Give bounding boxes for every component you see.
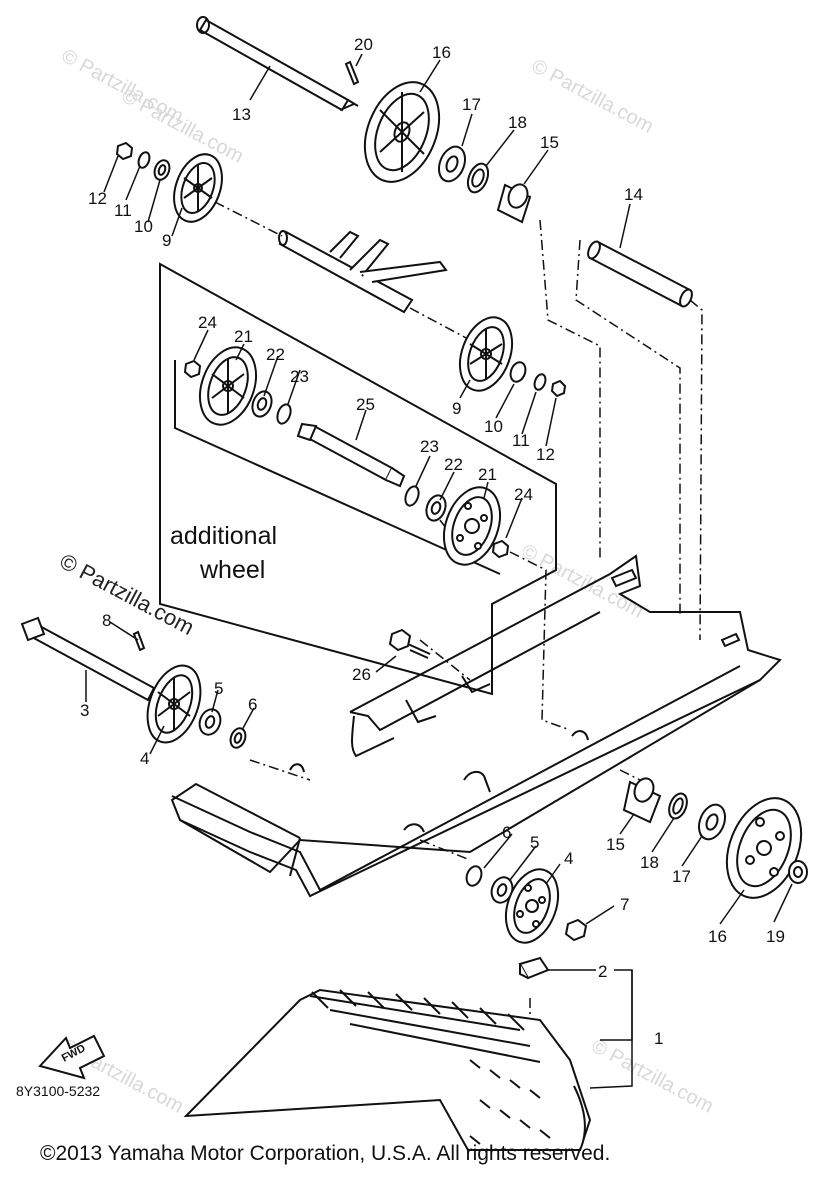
- nut-24-left: [183, 359, 202, 379]
- wheel-21-left: [198, 346, 258, 426]
- collar-15-bottom: [622, 777, 662, 824]
- partzilla-watermark: © Partzilla.com: [56, 548, 199, 640]
- callout-2: 2: [598, 962, 607, 981]
- bearing-22-left: [251, 390, 273, 418]
- fwd-arrow-icon: FWD: [38, 1034, 106, 1080]
- bolt-26: [388, 628, 431, 659]
- callout-16: 16: [708, 927, 727, 946]
- callout-14: 14: [624, 185, 643, 204]
- callout-23: 23: [420, 437, 439, 456]
- callout-5: 5: [214, 679, 223, 698]
- callout-23: 23: [290, 367, 309, 386]
- callout-12: 12: [536, 445, 555, 464]
- ring-23-left: [276, 403, 292, 425]
- callout-8: 8: [102, 611, 111, 630]
- nut-12-right: [550, 379, 567, 398]
- ring-18-top: [466, 162, 490, 194]
- callout-6: 6: [502, 823, 511, 842]
- leader-lines: [85, 53, 793, 1089]
- nut-6-left: [229, 727, 247, 749]
- track-1: [183, 988, 592, 1151]
- callout-labels: 1 2 3 4 4 5 5 6 6 7 8 9 9 10 10 11 11 12…: [80, 35, 785, 1048]
- pin-8: [132, 630, 146, 652]
- nut-7: [564, 918, 588, 942]
- washer-10-left: [153, 159, 171, 181]
- callout-15: 15: [606, 835, 625, 854]
- wheel-9-left: [173, 153, 223, 223]
- callout-4: 4: [140, 749, 149, 768]
- cap-19: [788, 860, 808, 884]
- ring-23-right: [404, 485, 420, 507]
- copyright-text: ©2013 Yamaha Motor Corporation, U.S.A. A…: [40, 1142, 610, 1165]
- callout-11: 11: [512, 431, 530, 450]
- callout-22: 22: [266, 345, 285, 364]
- collar-15-top: [496, 183, 532, 224]
- clip-2: [518, 956, 550, 980]
- nut-12-left: [115, 141, 134, 161]
- callout-1: 1: [654, 1029, 663, 1048]
- additional-wheel-label-line1: additional: [170, 522, 277, 550]
- nut-24-right: [491, 539, 510, 559]
- callout-7: 7: [620, 895, 629, 914]
- callout-12: 12: [88, 189, 107, 208]
- callout-21: 21: [234, 327, 253, 346]
- callout-13: 13: [232, 105, 251, 124]
- watermark: © Partzilla.com: [118, 85, 247, 168]
- callout-9: 9: [162, 231, 171, 250]
- callout-24: 24: [514, 485, 533, 504]
- callout-9: 9: [452, 399, 461, 418]
- callout-6: 6: [248, 695, 257, 714]
- callout-22: 22: [444, 455, 463, 474]
- callout-10: 10: [134, 217, 153, 236]
- callout-17: 17: [462, 95, 481, 114]
- bearing-22-right: [425, 494, 447, 522]
- callout-18: 18: [508, 113, 527, 132]
- watermark: © Partzilla.com: [528, 55, 657, 138]
- bearing-5-left: [198, 708, 222, 736]
- wheel-16-top: [363, 81, 441, 183]
- slide-rail: [170, 554, 782, 898]
- wheel-16-bottom: [725, 797, 803, 899]
- washer-11-right: [533, 373, 547, 391]
- callout-16: 16: [432, 43, 451, 62]
- nut-6-bottom: [465, 865, 483, 887]
- bearing-17-bottom: [697, 803, 727, 841]
- callout-3: 3: [80, 701, 89, 720]
- pin-20: [344, 60, 360, 86]
- wheel-4-left: [146, 664, 202, 744]
- callout-24: 24: [198, 313, 217, 332]
- ring-18-bottom: [668, 792, 688, 820]
- watermark: © Partzilla.com: [588, 1035, 717, 1118]
- bearing-5-bottom: [490, 876, 514, 904]
- callout-21: 21: [478, 465, 497, 484]
- callout-10: 10: [484, 417, 503, 436]
- callout-4: 4: [564, 849, 573, 868]
- axle-3: [20, 616, 156, 702]
- callout-18: 18: [640, 853, 659, 872]
- wheel-21-right: [442, 486, 502, 566]
- alignment-lines: [149, 201, 703, 1030]
- shaft-14: [587, 240, 693, 308]
- additional-wheel-box: [159, 262, 557, 696]
- callout-5: 5: [530, 833, 539, 852]
- frame-arm: [278, 230, 448, 314]
- callout-17: 17: [672, 867, 691, 886]
- callout-25: 25: [356, 395, 375, 414]
- callout-20: 20: [354, 35, 373, 54]
- bearing-17-top: [437, 145, 467, 183]
- washer-11-left: [137, 151, 151, 169]
- washer-10-right: [509, 361, 527, 383]
- additional-wheel-label-line2: wheel: [199, 556, 265, 584]
- callout-11: 11: [114, 201, 132, 220]
- shaft-25: [296, 422, 406, 488]
- diagram-code: 8Y3100-5232: [16, 1083, 100, 1099]
- callout-15: 15: [540, 133, 559, 152]
- wheel-4-bottom: [504, 868, 560, 944]
- axle-13: [196, 16, 359, 112]
- watermark-group: © Partzilla.com © Partzilla.com © Partzi…: [58, 45, 717, 1118]
- callout-26: 26: [352, 665, 371, 684]
- wheel-9-right: [458, 316, 514, 392]
- callout-19: 19: [766, 927, 785, 946]
